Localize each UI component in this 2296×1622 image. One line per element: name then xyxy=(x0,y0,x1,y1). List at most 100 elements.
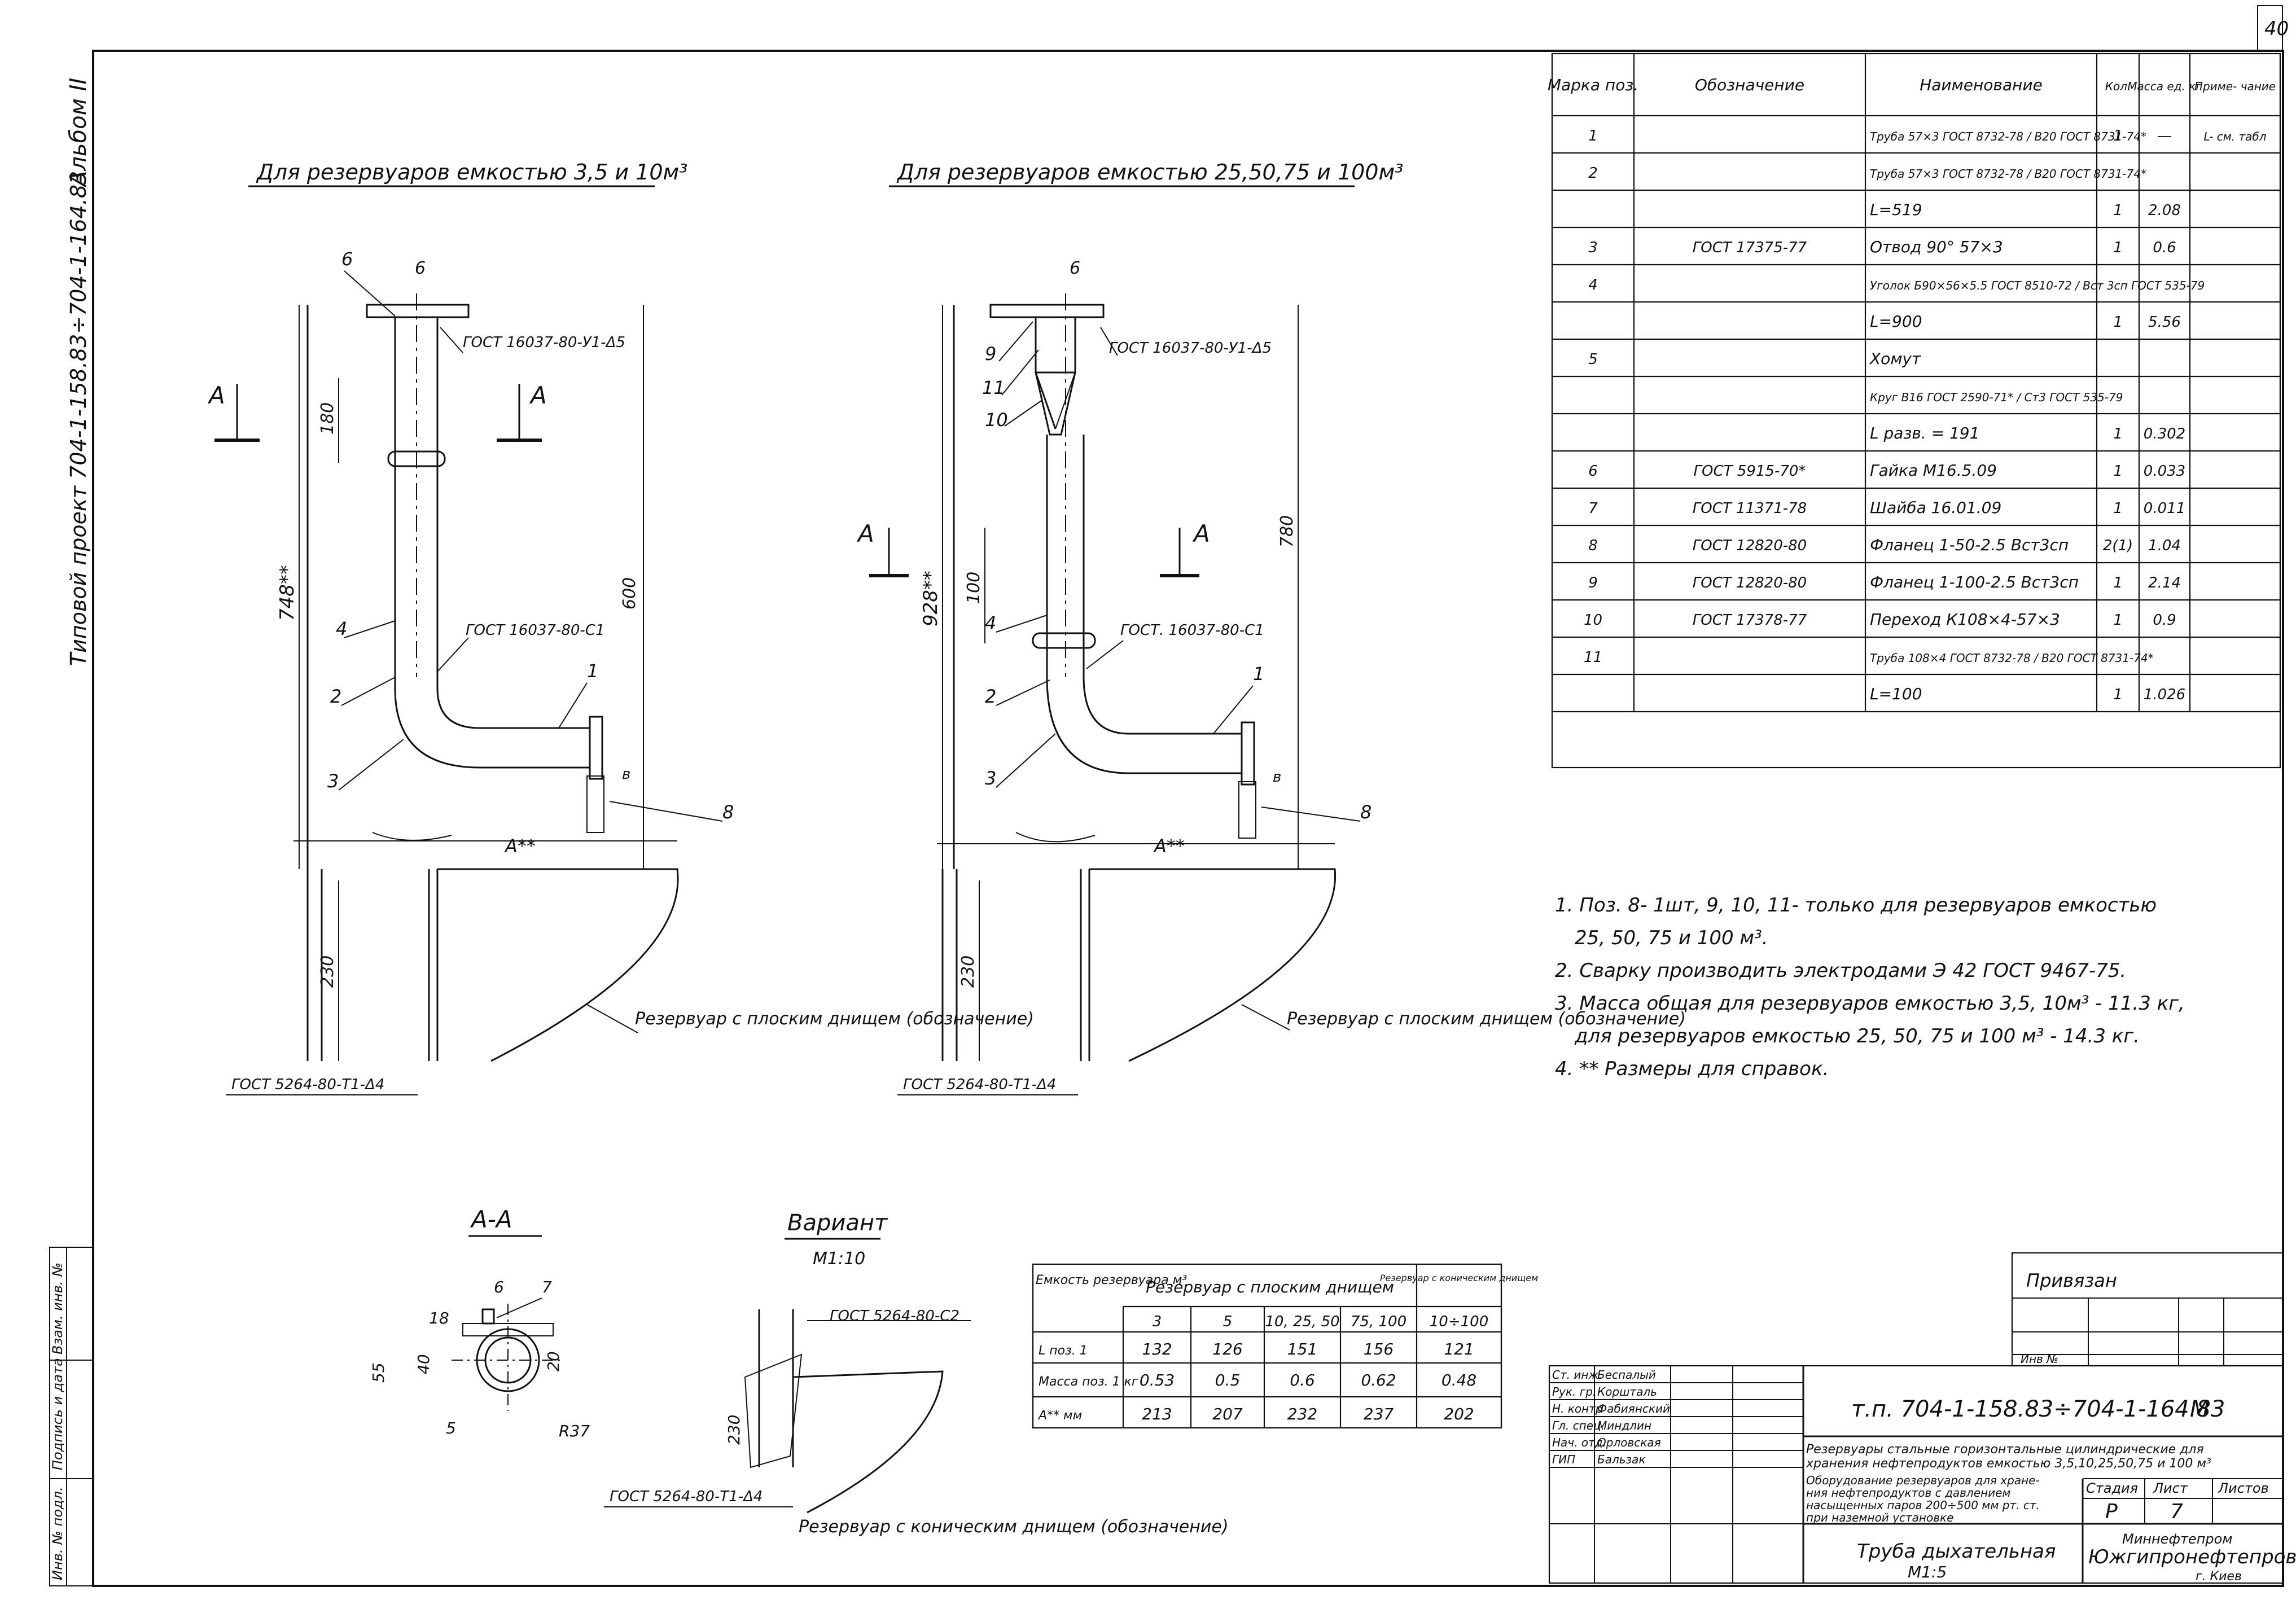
tb-sheets-h: Листов xyxy=(2218,1480,2269,1496)
tb-name: Орловская xyxy=(1597,1436,1661,1449)
clamp-left xyxy=(387,450,446,467)
spec-cell: L- см. табл xyxy=(2204,130,2267,143)
tank-conical: Резервуар с коническим днищем (обозначен… xyxy=(799,1517,1229,1537)
spec-cell: 0.033 xyxy=(2144,463,2185,480)
dim-230-var: 230 xyxy=(725,1415,743,1445)
spec-cell: 1 xyxy=(1588,128,1598,144)
section-aa-title: А-А xyxy=(470,1205,512,1233)
spec-cell: 1 xyxy=(2113,500,2123,517)
pos-3-left: 3 xyxy=(327,770,339,792)
spec-cell: 1 xyxy=(2113,202,2123,219)
tb-role: Рук. гр. xyxy=(1552,1385,1596,1399)
tank-flat-left: Резервуар с плоским днищем (обозначение) xyxy=(635,1009,1034,1029)
dim-aa-right: А** xyxy=(1153,835,1185,857)
pos-2-right: 2 xyxy=(985,686,996,707)
pos-10-right: 10 xyxy=(985,409,1008,431)
dim-55: 55 xyxy=(369,1362,388,1383)
spec-cell: 1 xyxy=(2113,314,2123,331)
dim-left-230: 230 xyxy=(318,955,338,988)
len-cell: 156 xyxy=(1364,1340,1394,1358)
spec-cell: 1 xyxy=(2113,239,2123,256)
note-line: 4. ** Размеры для справок. xyxy=(1555,1058,1829,1080)
note-line: 1. Поз. 8- 1шт, 9, 10, 11- только для ре… xyxy=(1555,894,2157,917)
stamp-sign: Подпись и дата xyxy=(50,1358,65,1470)
len-header-capacity: Емкость резервуара м³ xyxy=(1036,1273,1187,1287)
note-line: 3. Масса общая для резервуаров емкостью … xyxy=(1555,992,2185,1015)
pos-5-aa: 5 xyxy=(446,1419,456,1437)
len-cell: 213 xyxy=(1142,1405,1172,1423)
weld-f-left: ГОСТ 16037-80-У1-Δ5 xyxy=(463,334,625,351)
tb-drawing-scale: М1:5 xyxy=(1908,1563,1947,1581)
right-view-title: Для резервуаров емкостью 25,50,75 и 100м… xyxy=(896,160,1403,185)
dim-right-230: 230 xyxy=(958,955,978,988)
spec-cell: 1 xyxy=(2113,612,2123,629)
spec-cell: 1.026 xyxy=(2144,686,2185,703)
tb-stage: Р xyxy=(2105,1500,2118,1523)
spec-cell: 4 xyxy=(1588,277,1598,293)
len-cell: 0.53 xyxy=(1140,1371,1175,1389)
note-line: 2. Сварку производить электродами Э 42 Г… xyxy=(1555,959,2126,982)
len-cell: 121 xyxy=(1444,1340,1474,1358)
spec-cell: Переход К108×4-57×3 xyxy=(1870,610,2060,629)
spec-header-2: Наименование xyxy=(1920,76,2043,94)
spec-cell: 3 xyxy=(1588,239,1598,256)
tb-sheet-h: Лист xyxy=(2153,1480,2188,1496)
spec-header-1: Обозначение xyxy=(1695,76,1804,94)
spec-cell: ГОСТ 17378-77 xyxy=(1693,612,1807,629)
len-cell: 237 xyxy=(1364,1405,1394,1423)
tb-org2: Южгипронефтепровод xyxy=(2088,1546,2296,1568)
spec-cell: 0.011 xyxy=(2144,500,2185,517)
tb-desc3: Оборудование резервуаров для хране- xyxy=(1806,1474,2040,1487)
spec-cell: L=100 xyxy=(1870,685,1922,703)
side-stamp: Инв. № подл. Подпись и дата Взам. инв. № xyxy=(49,1247,94,1586)
tb-desc1: Резервуары стальные горизонтальные цилин… xyxy=(1806,1443,2204,1457)
len-header-conical: Резервуар с коническим днищем xyxy=(1380,1273,1538,1283)
spec-cell: 11 xyxy=(1584,649,1602,666)
spec-cell: 2.14 xyxy=(2148,575,2181,591)
spec-cell: 8 xyxy=(1588,537,1598,554)
pos-1-right: 1 xyxy=(1253,663,1264,685)
tb-m: М xyxy=(2190,1396,2210,1422)
spec-header-5: Приме- чание xyxy=(2194,80,2276,93)
variant-scale: М1:10 xyxy=(813,1249,865,1269)
spec-header-0: Марка поз. xyxy=(1548,76,1638,94)
dim-right-780: 780 xyxy=(1277,515,1297,547)
pos-2-left: 2 xyxy=(330,686,341,707)
len-cell: 0.6 xyxy=(1290,1371,1315,1389)
tb-sheet: 7 xyxy=(2170,1500,2183,1523)
spec-cell: Хомут xyxy=(1869,349,1921,368)
spec-cell: L разв. = 191 xyxy=(1870,424,1979,442)
tb-code: т.п. 704-1-158.83÷704-1-164.83 xyxy=(1851,1396,2225,1422)
spec-header-3: Кол. xyxy=(2105,80,2131,93)
spec-cell: ГОСТ 12820-80 xyxy=(1693,537,1807,554)
spec-cell: Круг В16 ГОСТ 2590-71* / Ст3 ГОСТ 535-79 xyxy=(1870,391,2123,404)
spec-cell: Фланец 1-50-2.5 Вст3сп xyxy=(1870,536,2069,554)
spec-cell: Труба 57×3 ГОСТ 8732-78 / В20 ГОСТ 8731-… xyxy=(1870,167,2146,181)
tb-name: Миндлин xyxy=(1597,1419,1651,1432)
page-number: 40 xyxy=(2264,17,2289,40)
len-cell: 132 xyxy=(1142,1340,1172,1358)
tb-desc2: хранения нефтепродуктов емкостью 3,5,10,… xyxy=(1806,1457,2211,1471)
pos-11-right: 11 xyxy=(982,377,1005,398)
left-view-title: Для резервуаров емкостью 3,5 и 10м³ xyxy=(256,160,687,185)
dim-r37: R37 xyxy=(559,1422,590,1440)
len-cap: 10÷100 xyxy=(1430,1313,1489,1330)
section-a-left-1: А xyxy=(207,382,225,409)
section-aa: А-А 18 6 7 55 40 20 R37 5 xyxy=(369,1205,590,1440)
top-flange-right xyxy=(989,304,1105,318)
dim-40: 40 xyxy=(414,1354,433,1374)
spec-cell: L=900 xyxy=(1870,312,1922,331)
clamp-right xyxy=(1032,632,1096,649)
spec-cell: 0.6 xyxy=(2153,239,2176,256)
tb-privyazan: Привязан xyxy=(2026,1270,2117,1291)
section-a-right-1: А xyxy=(856,520,874,547)
spec-cell: 2.08 xyxy=(2148,202,2181,219)
weld-bottom-var: ГОСТ 5264-80-Т1-Δ4 xyxy=(610,1488,763,1505)
spec-cell: 10 xyxy=(1584,612,1602,629)
len-cap: 5 xyxy=(1223,1313,1233,1330)
len-header-flat: Резервуар с плоским днищем xyxy=(1146,1278,1394,1296)
spec-cell: Фланец 1-100-2.5 Вст3сп xyxy=(1870,573,2079,591)
dim-aa-left: А** xyxy=(504,835,536,857)
dim-6-left: 6 xyxy=(415,258,426,278)
tb-name: Беспалый xyxy=(1597,1368,1656,1382)
